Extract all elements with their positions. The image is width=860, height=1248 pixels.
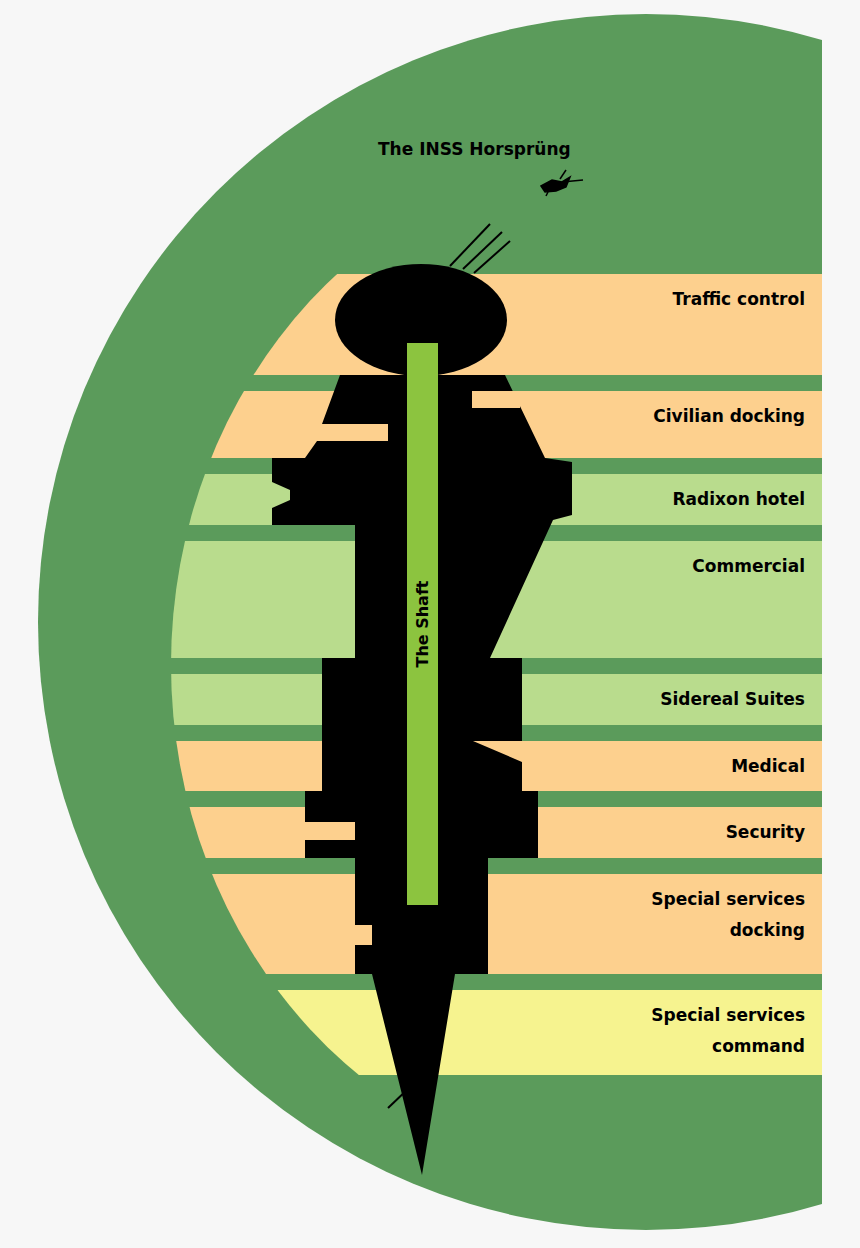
deck-label: Medical bbox=[731, 751, 805, 782]
deck-label: Commercial bbox=[692, 551, 805, 582]
deck-label: Special services command bbox=[620, 1000, 805, 1062]
deck-label: Radixon hotel bbox=[673, 484, 806, 515]
shaft-label: The Shaft bbox=[413, 580, 433, 667]
diagram-title: The INSS Horsprüng bbox=[378, 134, 571, 165]
deck-label: Special services docking bbox=[620, 884, 805, 946]
docking-notch bbox=[472, 391, 520, 408]
deck-label: Civilian docking bbox=[653, 401, 805, 432]
ship-icon bbox=[541, 170, 583, 196]
shaft-bar: The Shaft bbox=[407, 343, 438, 905]
deck-label: Sidereal Suites bbox=[660, 684, 805, 715]
deck-label: Security bbox=[726, 817, 805, 848]
deck-band: Special services command bbox=[0, 990, 822, 1075]
deck-label: Traffic control bbox=[673, 284, 805, 315]
